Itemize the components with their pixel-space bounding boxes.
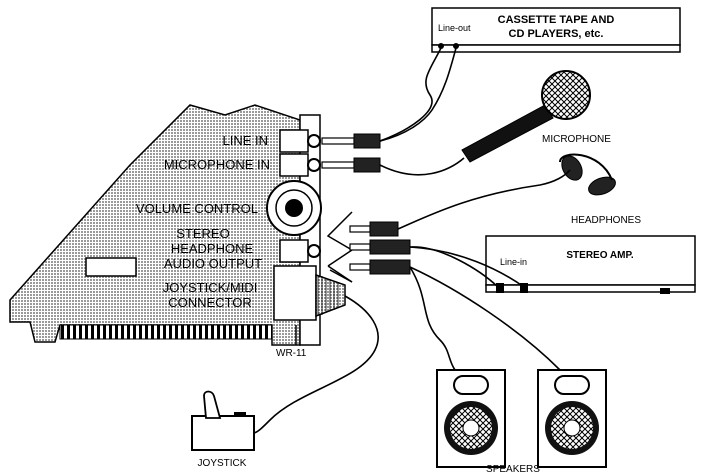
stereo-output-label-3: AUDIO OUTPUT: [164, 256, 262, 271]
volume-control-label: VOLUME CONTROL: [136, 201, 258, 216]
microphone-in-label: MICROPHONE IN: [164, 157, 270, 172]
output-plugs: [349, 221, 411, 275]
microphone-in-plug: [321, 157, 381, 173]
cassette-label-2: CD PLAYERS, etc.: [509, 28, 604, 40]
stereo-amp: [485, 235, 696, 294]
line-in-jack: [279, 129, 321, 153]
headphones: [559, 153, 616, 196]
line-out-label: Line-out: [438, 23, 471, 33]
splitter-lines: [326, 211, 353, 283]
stereo-output-label-1: STEREO: [176, 226, 229, 241]
sound-card: [9, 104, 301, 346]
stereo-output-label-2: HEADPHONE: [171, 241, 254, 256]
line-in-label: LINE IN: [222, 133, 268, 148]
microphone: [461, 70, 591, 163]
joystick-midi-label-1: JOYSTICK/MIDI: [163, 280, 258, 295]
line-in-plug: [321, 133, 381, 149]
speakers-label: SPEAKERS: [486, 464, 540, 475]
stereo-output-jack: [279, 239, 321, 263]
joystick: [191, 390, 255, 451]
card-model-label: WR-11: [276, 348, 307, 359]
speaker-left: [436, 369, 506, 468]
headphones-label: HEADPHONES: [571, 215, 641, 226]
card-chip: [85, 257, 137, 277]
cassette-label-1: CASSETTE TAPE AND: [498, 14, 615, 26]
labels: LINE IN MICROPHONE IN VOLUME CONTROL STE…: [136, 14, 641, 475]
microphone-label: MICROPHONE: [542, 134, 611, 145]
speaker-right: [537, 369, 607, 468]
cassette-cd-player: [431, 7, 681, 53]
edge-connector: [59, 324, 273, 340]
amp-line-in-label: Line-in: [500, 257, 527, 267]
stereo-amp-label: STEREO AMP.: [566, 250, 633, 261]
joystick-midi-label-2: CONNECTOR: [168, 295, 252, 310]
volume-control-knob: [266, 180, 322, 236]
cables: [253, 47, 571, 434]
microphone-in-jack: [279, 153, 321, 177]
joystick-midi-port: [273, 265, 346, 321]
joystick-label: JOYSTICK: [198, 458, 247, 469]
